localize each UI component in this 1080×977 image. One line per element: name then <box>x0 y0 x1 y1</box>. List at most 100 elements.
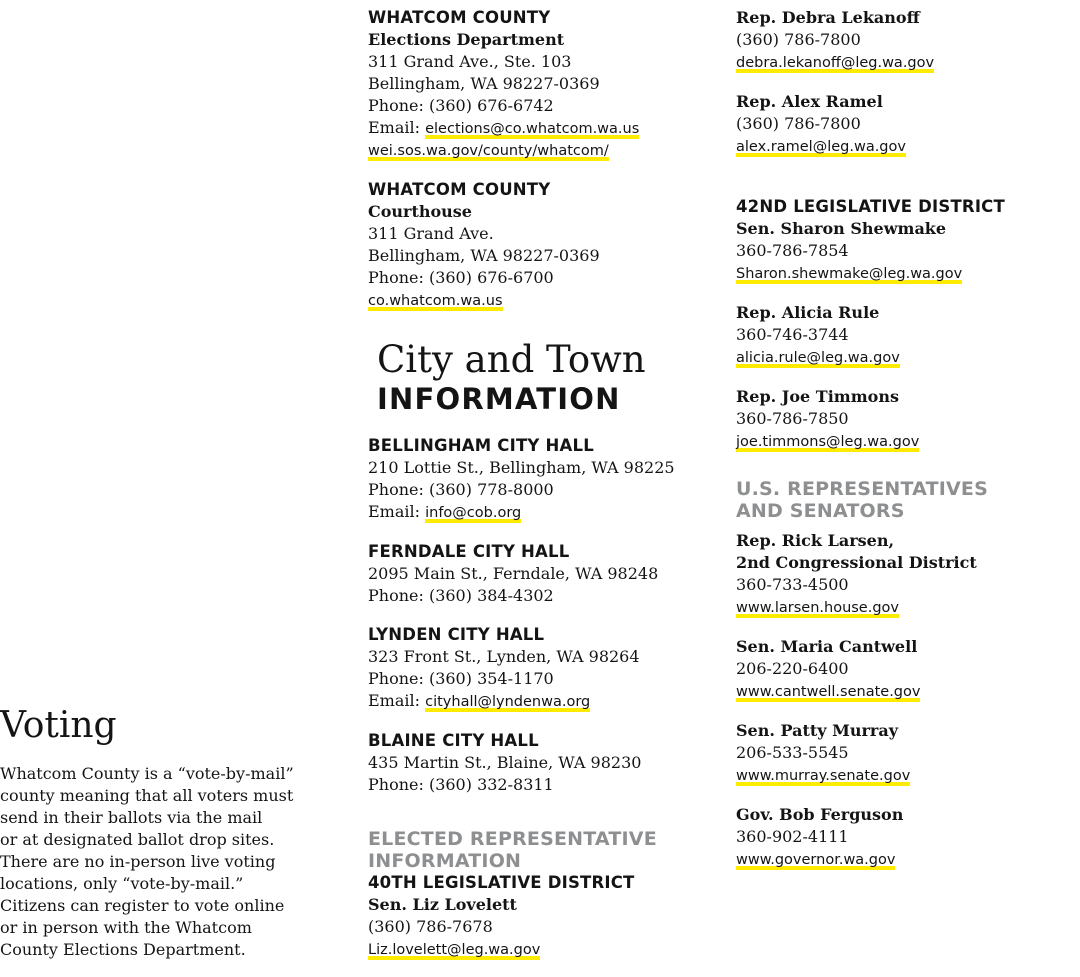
voting-body: Whatcom County is a “vote-by-mail” count… <box>0 763 300 961</box>
rule-name: Rep. Alicia Rule <box>736 303 880 322</box>
county-courthouse-subheading: Courthouse <box>368 202 472 221</box>
ferndale-block: FERNDALE CITY HALL 2095 Main St., Fernda… <box>368 541 658 607</box>
ramel-block: Rep. Alex Ramel (360) 786-7800 alex.rame… <box>736 91 906 157</box>
shewmake-phone: 360-786-7854 <box>736 241 849 260</box>
us-reps-heading-line2: AND SENATORS <box>736 500 905 522</box>
county-elections-website-row: wei.sos.wa.gov/county/whatcom/ <box>368 139 639 161</box>
us-reps-heading-line1: U.S. REPRESENTATIVES <box>736 478 988 500</box>
email-label: Email: <box>368 691 426 710</box>
voting-line: locations, only “vote-by-mail.” <box>0 874 244 893</box>
lovelett-email-link[interactable]: Liz.lovelett@leg.wa.gov <box>368 940 541 960</box>
lekanoff-email-link[interactable]: debra.lekanoff@leg.wa.gov <box>736 53 935 73</box>
county-courthouse-address1: 311 Grand Ave. <box>368 224 494 243</box>
county-courthouse-heading: WHATCOM COUNTY <box>368 180 551 199</box>
blaine-heading: BLAINE CITY HALL <box>368 731 539 750</box>
lekanoff-phone: (360) 786-7800 <box>736 30 861 49</box>
email-label: Email: <box>368 502 426 521</box>
county-elections-subheading: Elections Department <box>368 30 565 49</box>
us-reps-block: U.S. REPRESENTATIVES AND SENATORS Rep. R… <box>736 478 988 618</box>
ramel-phone: (360) 786-7800 <box>736 114 861 133</box>
cantwell-name: Sen. Maria Cantwell <box>736 637 918 656</box>
cantwell-phone: 206-220-6400 <box>736 659 849 678</box>
ramel-name: Rep. Alex Ramel <box>736 92 883 111</box>
bellingham-email-row: Email: info@cob.org <box>368 501 675 523</box>
city-info-heading-sans: INFORMATION <box>377 382 621 416</box>
email-label: Email: <box>368 118 426 137</box>
lekanoff-email-row: debra.lekanoff@leg.wa.gov <box>736 51 935 73</box>
cantwell-web-link[interactable]: www.cantwell.senate.gov <box>736 682 921 702</box>
ferndale-heading: FERNDALE CITY HALL <box>368 542 570 561</box>
county-elections-phone: Phone: (360) 676-6742 <box>368 96 554 115</box>
bellingham-block: BELLINGHAM CITY HALL 210 Lottie St., Bel… <box>368 435 675 523</box>
timmons-email-link[interactable]: joe.timmons@leg.wa.gov <box>736 432 920 452</box>
larsen-web-row: www.larsen.house.gov <box>736 596 988 618</box>
lovelett-phone: (360) 786-7678 <box>368 917 493 936</box>
larsen-phone: 360-733-4500 <box>736 575 849 594</box>
voting-line: or at designated ballot drop sites. <box>0 830 275 849</box>
bellingham-address: 210 Lottie St., Bellingham, WA 98225 <box>368 458 675 477</box>
lynden-address: 323 Front St., Lynden, WA 98264 <box>368 647 640 666</box>
ferguson-name: Gov. Bob Ferguson <box>736 805 904 824</box>
lovelett-email-row: Liz.lovelett@leg.wa.gov <box>368 938 657 960</box>
county-courthouse-website-link[interactable]: co.whatcom.wa.us <box>368 291 503 311</box>
bellingham-phone: Phone: (360) 778-8000 <box>368 480 554 499</box>
timmons-email-row: joe.timmons@leg.wa.gov <box>736 430 920 452</box>
timmons-block: Rep. Joe Timmons 360-786-7850 joe.timmon… <box>736 386 920 452</box>
lynden-phone: Phone: (360) 354-1170 <box>368 669 554 688</box>
ferguson-block: Gov. Bob Ferguson 360-902-4111 www.gover… <box>736 804 903 870</box>
murray-block: Sen. Patty Murray 206-533-5545 www.murra… <box>736 720 911 786</box>
elected-heading-line1: ELECTED REPRESENTATIVE <box>368 828 657 850</box>
voting-line: Whatcom County is a “vote-by-mail” <box>0 764 294 783</box>
elected-block: ELECTED REPRESENTATIVE INFORMATION 40TH … <box>368 828 657 960</box>
county-elections-address2: Bellingham, WA 98227-0369 <box>368 74 600 93</box>
bellingham-heading: BELLINGHAM CITY HALL <box>368 436 594 455</box>
county-elections-email-link[interactable]: elections@co.whatcom.wa.us <box>425 119 640 139</box>
murray-web-row: www.murray.senate.gov <box>736 764 911 786</box>
ferguson-web-row: www.governor.wa.gov <box>736 848 903 870</box>
lynden-block: LYNDEN CITY HALL 323 Front St., Lynden, … <box>368 624 640 712</box>
blaine-address: 435 Martin St., Blaine, WA 98230 <box>368 753 642 772</box>
county-elections-block: WHATCOM COUNTY Elections Department 311 … <box>368 7 640 161</box>
rule-email-row: alicia.rule@leg.wa.gov <box>736 346 900 368</box>
ferndale-address: 2095 Main St., Ferndale, WA 98248 <box>368 564 659 583</box>
lynden-heading: LYNDEN CITY HALL <box>368 625 545 644</box>
shewmake-email-link[interactable]: Sharon.shewmake@leg.wa.gov <box>736 264 963 284</box>
city-info-heading: City and Town INFORMATION <box>377 338 646 416</box>
lekanoff-block: Rep. Debra Lekanoff (360) 786-7800 debra… <box>736 7 935 73</box>
ramel-email-row: alex.ramel@leg.wa.gov <box>736 135 906 157</box>
county-courthouse-address2: Bellingham, WA 98227-0369 <box>368 246 600 265</box>
cantwell-block: Sen. Maria Cantwell 206-220-6400 www.can… <box>736 636 921 702</box>
county-elections-heading: WHATCOM COUNTY <box>368 8 551 27</box>
district-42-heading: 42ND LEGISLATIVE DISTRICT <box>736 197 1005 216</box>
larsen-name-line1: Rep. Rick Larsen, <box>736 531 895 550</box>
voting-line: Citizens can register to vote online <box>0 896 285 915</box>
bellingham-email-link[interactable]: info@cob.org <box>425 503 522 523</box>
county-elections-email-row: Email: elections@co.whatcom.wa.us <box>368 117 640 139</box>
murray-name: Sen. Patty Murray <box>736 721 898 740</box>
voting-line: send in their ballots via the mail <box>0 808 263 827</box>
murray-phone: 206-533-5545 <box>736 743 849 762</box>
timmons-name: Rep. Joe Timmons <box>736 387 899 406</box>
blaine-block: BLAINE CITY HALL 435 Martin St., Blaine,… <box>368 730 641 796</box>
ferndale-phone: Phone: (360) 384-4302 <box>368 586 554 605</box>
voting-line: There are no in-person live voting <box>0 852 276 871</box>
lekanoff-name: Rep. Debra Lekanoff <box>736 8 920 27</box>
county-elections-website-link[interactable]: wei.sos.wa.gov/county/whatcom/ <box>368 141 609 161</box>
city-info-heading-serif: City and Town <box>377 338 646 381</box>
lynden-email-row: Email: cityhall@lyndenwa.org <box>368 690 640 712</box>
shewmake-email-row: Sharon.shewmake@leg.wa.gov <box>736 262 1005 284</box>
lynden-email-link[interactable]: cityhall@lyndenwa.org <box>425 692 591 712</box>
district-42-block: 42ND LEGISLATIVE DISTRICT Sen. Sharon Sh… <box>736 196 1005 284</box>
ferguson-phone: 360-902-4111 <box>736 827 849 846</box>
lovelett-name: Sen. Liz Lovelett <box>368 895 517 914</box>
blaine-phone: Phone: (360) 332-8311 <box>368 775 554 794</box>
rule-email-link[interactable]: alicia.rule@leg.wa.gov <box>736 348 900 368</box>
county-courthouse-website-row: co.whatcom.wa.us <box>368 289 600 311</box>
county-courthouse-block: WHATCOM COUNTY Courthouse 311 Grand Ave.… <box>368 179 600 311</box>
murray-web-link[interactable]: www.murray.senate.gov <box>736 766 911 786</box>
shewmake-name: Sen. Sharon Shewmake <box>736 219 947 238</box>
larsen-web-link[interactable]: www.larsen.house.gov <box>736 598 899 618</box>
ferguson-web-link[interactable]: www.governor.wa.gov <box>736 850 896 870</box>
ramel-email-link[interactable]: alex.ramel@leg.wa.gov <box>736 137 906 157</box>
cantwell-web-row: www.cantwell.senate.gov <box>736 680 921 702</box>
